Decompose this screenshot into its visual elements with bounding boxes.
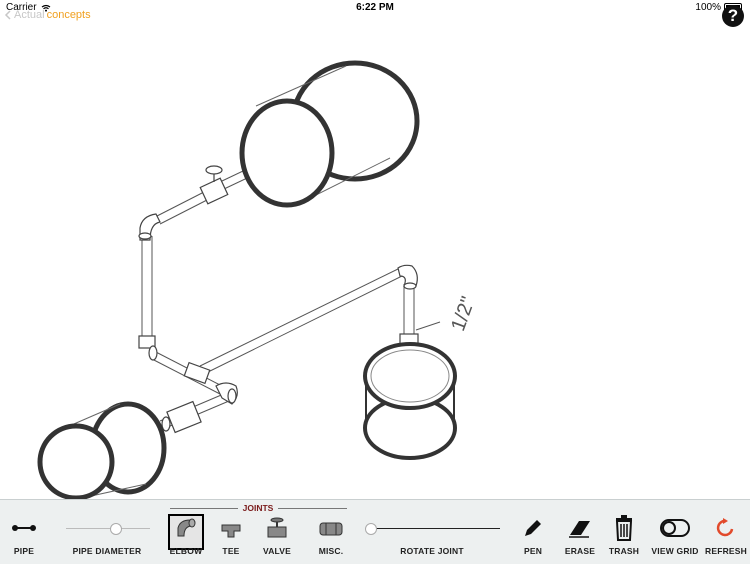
elbow-joint-top[interactable] xyxy=(138,213,161,241)
pen-label: PEN xyxy=(523,546,543,556)
pipe-segment-5[interactable] xyxy=(199,267,403,375)
battery-percent: 100% xyxy=(695,2,721,13)
misc-label: MISC. xyxy=(318,546,344,556)
elbow-icon xyxy=(177,518,196,537)
valve-label: VALVE xyxy=(262,546,292,556)
trash-tool[interactable]: TRASH xyxy=(606,500,642,564)
tee-tool[interactable]: TEE xyxy=(214,500,248,564)
tank-small[interactable] xyxy=(363,342,457,460)
pipe-icon xyxy=(12,525,36,531)
pipe-label: PIPE xyxy=(13,546,35,556)
back-chevron-icon xyxy=(4,10,11,20)
size-annotation-text: 1/2" xyxy=(447,294,480,334)
back-button[interactable]: Actual concepts xyxy=(4,9,91,21)
carrier-label: Carrier xyxy=(6,2,37,13)
tee-label: TEE xyxy=(222,546,240,556)
refresh-label: REFRESH xyxy=(704,546,748,556)
elbow-tool[interactable]: ELBOW xyxy=(164,500,208,564)
erase-label: ERASE xyxy=(564,546,596,556)
carrier-group: Carrier xyxy=(6,2,51,13)
erase-icon xyxy=(569,521,590,538)
tank-large[interactable] xyxy=(239,60,420,208)
pipe-diameter-label: PIPE DIAMETER xyxy=(72,546,142,556)
status-bar: Carrier 6:22 PM 100% xyxy=(0,0,750,16)
pipe-segment-2[interactable] xyxy=(156,191,208,225)
coupler-lower[interactable] xyxy=(161,400,202,434)
wifi-icon xyxy=(41,4,50,12)
help-icon[interactable]: ? xyxy=(722,5,744,27)
pen-tool[interactable]: PEN xyxy=(516,500,550,564)
tee-joint[interactable] xyxy=(183,361,211,385)
clock: 6:22 PM xyxy=(356,2,394,13)
bottom-toolbar: PIPE PIPE DIAMETER JOINTS ELBOW TEE xyxy=(0,499,750,564)
drawing-canvas[interactable]: 1/2" xyxy=(0,30,750,500)
elbow-label: ELBOW xyxy=(169,546,203,556)
pipe-segment-6[interactable] xyxy=(403,284,415,336)
misc-tool[interactable]: MISC. xyxy=(312,500,350,564)
rotate-joint-control[interactable]: ROTATE JOINT xyxy=(362,500,502,564)
elbow-joint-right[interactable] xyxy=(397,264,418,290)
refresh-tool[interactable]: REFRESH xyxy=(704,500,748,564)
valve[interactable] xyxy=(199,165,229,205)
misc-icon xyxy=(319,522,343,536)
rotate-joint-thumb[interactable] xyxy=(365,523,377,535)
joints-title: JOINTS xyxy=(238,503,278,513)
tank-lower-left[interactable] xyxy=(37,401,167,500)
size-annotation: 1/2" xyxy=(415,294,480,334)
rotate-joint-track[interactable] xyxy=(368,528,500,529)
refresh-icon xyxy=(716,518,734,537)
brand-word-concepts: concepts xyxy=(46,9,91,21)
erase-tool[interactable]: ERASE xyxy=(562,500,598,564)
pipe-diameter-thumb[interactable] xyxy=(110,523,122,535)
valve-tool[interactable]: VALVE xyxy=(258,500,296,564)
pipe-diameter-track[interactable] xyxy=(66,528,150,529)
tee-icon xyxy=(221,524,241,538)
pipe-segment-3[interactable] xyxy=(141,236,153,338)
view-grid-toggle[interactable]: VIEW GRID xyxy=(650,500,700,564)
valve-icon xyxy=(267,517,287,538)
brand-word-actual: Actual xyxy=(14,9,45,21)
elbow-joint-lower[interactable] xyxy=(215,382,238,405)
toggle-grid-icon xyxy=(660,519,690,537)
pipe-diameter-control[interactable]: PIPE DIAMETER xyxy=(62,500,152,564)
pen-icon xyxy=(525,520,541,536)
pipe-tool[interactable]: PIPE xyxy=(4,500,44,564)
elbow-joint-mid[interactable] xyxy=(138,335,158,361)
trash-icon xyxy=(615,515,633,541)
view-grid-label: VIEW GRID xyxy=(651,546,699,556)
trash-label: TRASH xyxy=(608,546,640,556)
rotate-joint-label: ROTATE JOINT xyxy=(400,546,464,556)
